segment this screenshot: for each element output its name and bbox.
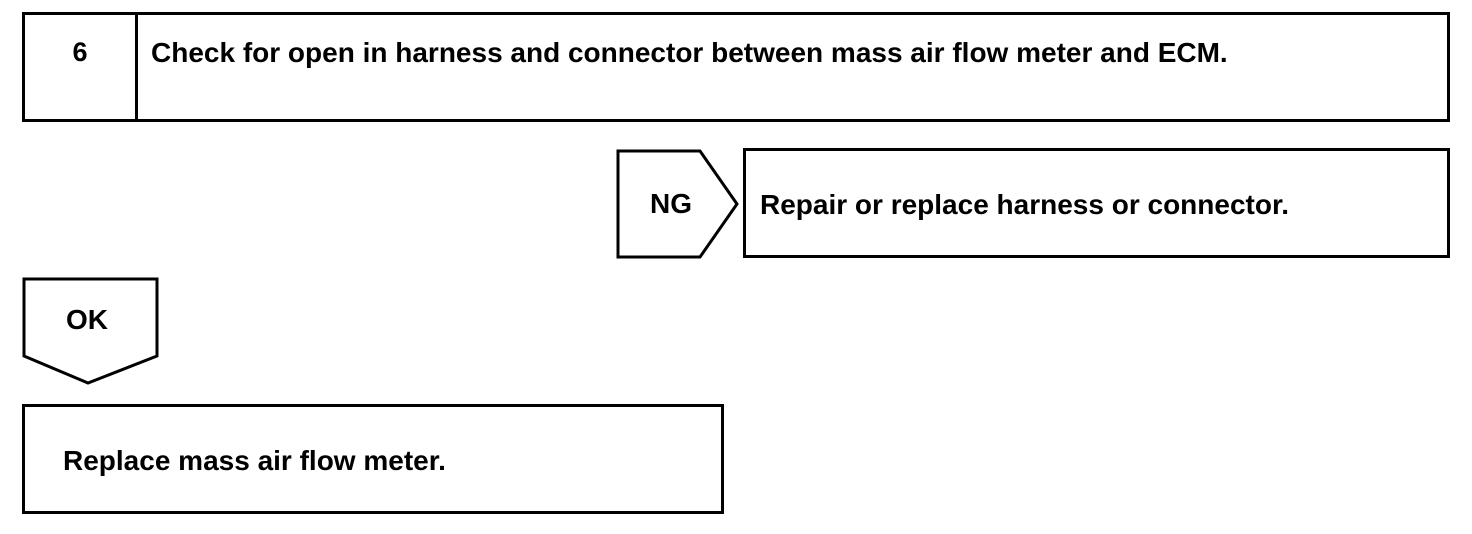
- ng-action-text: Repair or replace harness or connector.: [760, 189, 1290, 220]
- ng-label: NG: [650, 188, 692, 219]
- ng-arrow-shape: [616, 149, 739, 259]
- ng-action-box: Repair or replace harness or connector.: [743, 148, 1450, 258]
- ok-label: OK: [66, 304, 108, 335]
- ok-arrow-shape: [22, 277, 159, 385]
- ok-action-text: Replace mass air flow meter.: [63, 445, 446, 476]
- ok-action-box: Replace mass air flow meter.: [22, 404, 724, 514]
- step-number: 6: [72, 37, 88, 67]
- step-text: Check for open in harness and connector …: [151, 37, 1228, 68]
- step-box: 6 Check for open in harness and connecto…: [22, 12, 1450, 122]
- step-number-cell: 6: [25, 15, 138, 119]
